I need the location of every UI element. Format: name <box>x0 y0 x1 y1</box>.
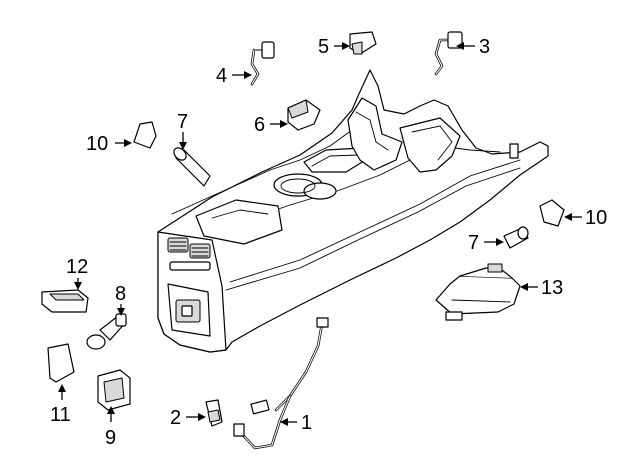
callout-10-right: 10 <box>585 207 607 229</box>
center-console <box>157 69 549 353</box>
callout-4: 4 <box>216 65 227 87</box>
callout-12: 12 <box>66 256 88 278</box>
callout-6: 6 <box>254 114 265 136</box>
callout-7-lower: 7 <box>468 232 479 254</box>
knob-upper <box>133 121 157 149</box>
callout-2: 2 <box>170 407 181 429</box>
callout-13: 13 <box>541 277 563 299</box>
callout-arrows <box>58 42 582 426</box>
lighter-plug <box>86 313 127 350</box>
pad-part <box>41 289 89 313</box>
knob-right <box>539 199 565 227</box>
control-module <box>435 263 521 321</box>
harness-clip <box>250 41 275 86</box>
outlet-housing <box>97 369 131 411</box>
callout-11: 11 <box>50 404 71 426</box>
bracket-part <box>287 99 321 131</box>
connector-part <box>205 399 223 427</box>
rear-vent-left <box>167 237 189 253</box>
rear-vent-right <box>189 243 211 259</box>
callout-10-upper: 10 <box>86 133 108 155</box>
callout-5: 5 <box>318 36 329 58</box>
callout-7-upper: 7 <box>177 111 188 133</box>
callout-3: 3 <box>479 36 490 58</box>
cap-part <box>47 343 75 383</box>
callout-1: 1 <box>301 412 312 434</box>
socket-upper <box>173 147 211 187</box>
pigtail-connector <box>434 31 463 76</box>
callout-labels: 1 2 3 4 5 6 7 7 8 9 10 10 11 12 13 <box>50 36 607 449</box>
switch-part <box>349 31 377 55</box>
socket-lower <box>503 226 529 249</box>
callout-9: 9 <box>105 427 116 449</box>
wiring-harness <box>233 317 329 450</box>
callout-8: 8 <box>115 283 126 305</box>
